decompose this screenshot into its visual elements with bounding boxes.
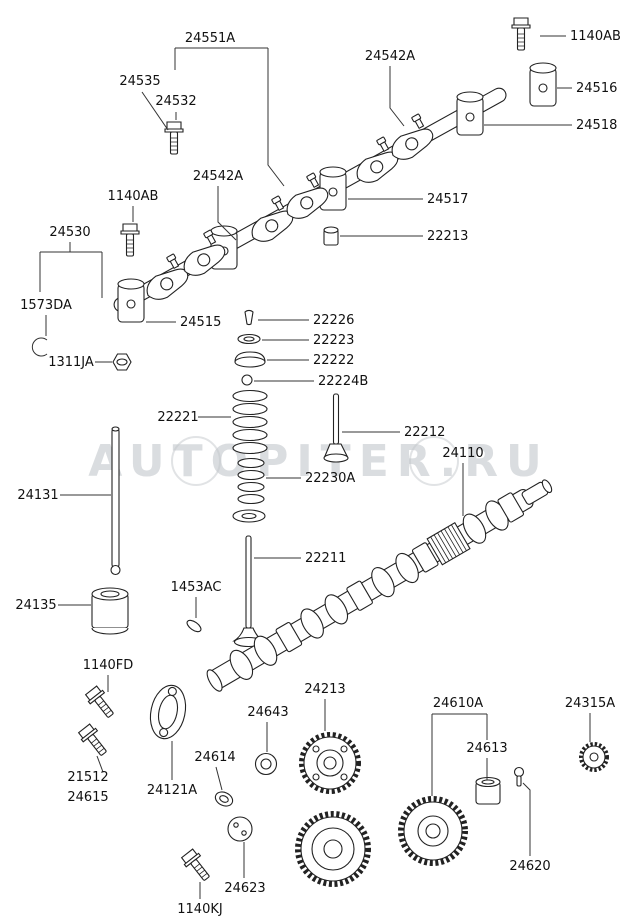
part-label-22226[interactable]: 22226 [313,313,354,328]
part-label-1453AC[interactable]: 1453AC [171,580,222,595]
bolt-1140AB-top [511,17,531,51]
bearing-cap-24518 [456,91,484,136]
outer-spring-22221 [232,389,268,455]
part-label-24110[interactable]: 24110 [442,446,483,461]
bearing-cap-24515 [117,278,145,323]
part-label-22213[interactable]: 22213 [427,229,468,244]
part-label-24213[interactable]: 24213 [304,682,345,697]
leader-24530 [39,242,103,298]
part-label-24516[interactable]: 24516 [576,81,617,96]
nut-1311JA [112,353,132,371]
part-label-22223[interactable]: 22223 [313,333,354,348]
ring-24614 [214,791,234,807]
part-label-24615[interactable]: 24615 [67,790,108,805]
part-label-24643[interactable]: 24643 [247,705,288,720]
part-label-1573DA[interactable]: 1573DA [20,298,72,313]
part-label-24613[interactable]: 24613 [466,741,507,756]
leader-24620 [522,782,531,856]
sprocket-24213 [299,732,361,794]
watermark-ring-right [409,436,459,486]
camshaft-24110 [206,479,553,692]
part-label-24532[interactable]: 24532 [155,94,196,109]
rocker-shaft-assembly [113,62,557,323]
watermark-text: AUTOPITER.RU [88,436,550,487]
part-label-24542A-top[interactable]: 24542A [365,49,415,64]
cap-24315A [579,742,609,772]
part-label-22221[interactable]: 22221 [157,410,198,425]
push-rod-24131 [110,426,121,576]
part-label-1140AB-top[interactable]: 1140AB [570,29,621,44]
leader-24542A-2 [217,186,237,241]
watermark-ring-left [171,436,221,486]
gear-24610A [398,796,468,866]
key-1453AC [186,619,202,633]
part-label-1140FD[interactable]: 1140FD [83,658,134,673]
watermark: AUTOPITER.RU [88,436,550,487]
bearing-cap-24516 [529,62,557,107]
part-label-24620[interactable]: 24620 [509,859,550,874]
part-label-22230A[interactable]: 22230A [305,471,355,486]
bolt-24532 [164,121,184,155]
leader-24551A [174,47,285,187]
snap-ring-1573DA [31,337,48,357]
part-label-21512[interactable]: 21512 [67,770,108,785]
part-label-24518[interactable]: 24518 [576,118,617,133]
timing-gear-large [295,811,371,887]
part-label-22222[interactable]: 22222 [313,353,354,368]
pin-24620 [513,766,525,787]
leader-21512-24615 [96,755,104,773]
valve-22212 [323,393,349,463]
valve-spring-stack [232,309,268,648]
part-label-24530[interactable]: 24530 [49,225,90,240]
spring-retainer-22223 [237,333,261,345]
part-label-24121A[interactable]: 24121A [147,783,197,798]
part-label-24542A-2[interactable]: 24542A [193,169,243,184]
part-label-24610A[interactable]: 24610A [433,696,483,711]
part-label-24315A[interactable]: 24315A [565,696,615,711]
lower-spring-seat [232,509,266,523]
leader-24614 [215,766,223,791]
valve-22211 [232,535,265,648]
bolt-21512 [76,722,112,760]
tappet-24135 [91,587,129,635]
leader-lines [39,35,591,899]
leader-24542A-top [389,66,405,127]
leader-24535 [141,91,169,131]
part-label-1140AB-left[interactable]: 1140AB [108,189,159,204]
part-label-24135[interactable]: 24135 [15,598,56,613]
part-label-1311JA[interactable]: 1311JA [48,355,94,370]
part-label-1140KJ[interactable]: 1140KJ [177,902,222,917]
part-label-24515[interactable]: 24515 [180,315,221,330]
valve-keeper-22226 [244,309,254,326]
part-label-24551A[interactable]: 24551A [185,31,235,46]
part-label-24131[interactable]: 24131 [17,488,58,503]
part-label-22211[interactable]: 22211 [305,551,346,566]
bolt-1140AB-left [120,223,140,257]
gasket-24121A [149,684,187,740]
collar-24613 [475,776,501,805]
seal-22224B [241,374,253,386]
washer-24643 [254,752,278,776]
part-label-24517[interactable]: 24517 [427,192,468,207]
plug-22213 [323,226,339,246]
part-label-24614[interactable]: 24614 [194,750,235,765]
inner-spring-22230A [237,457,265,505]
plate-24623 [227,816,253,842]
part-label-22224B[interactable]: 22224B [318,374,368,389]
spring-seat-22222 [234,351,266,368]
bolt-1140KJ [179,847,215,885]
part-label-24623[interactable]: 24623 [224,881,265,896]
part-label-24535[interactable]: 24535 [119,74,160,89]
leader-24610A [431,713,488,796]
part-label-22212[interactable]: 22212 [404,425,445,440]
bolt-1140FD [83,684,119,722]
